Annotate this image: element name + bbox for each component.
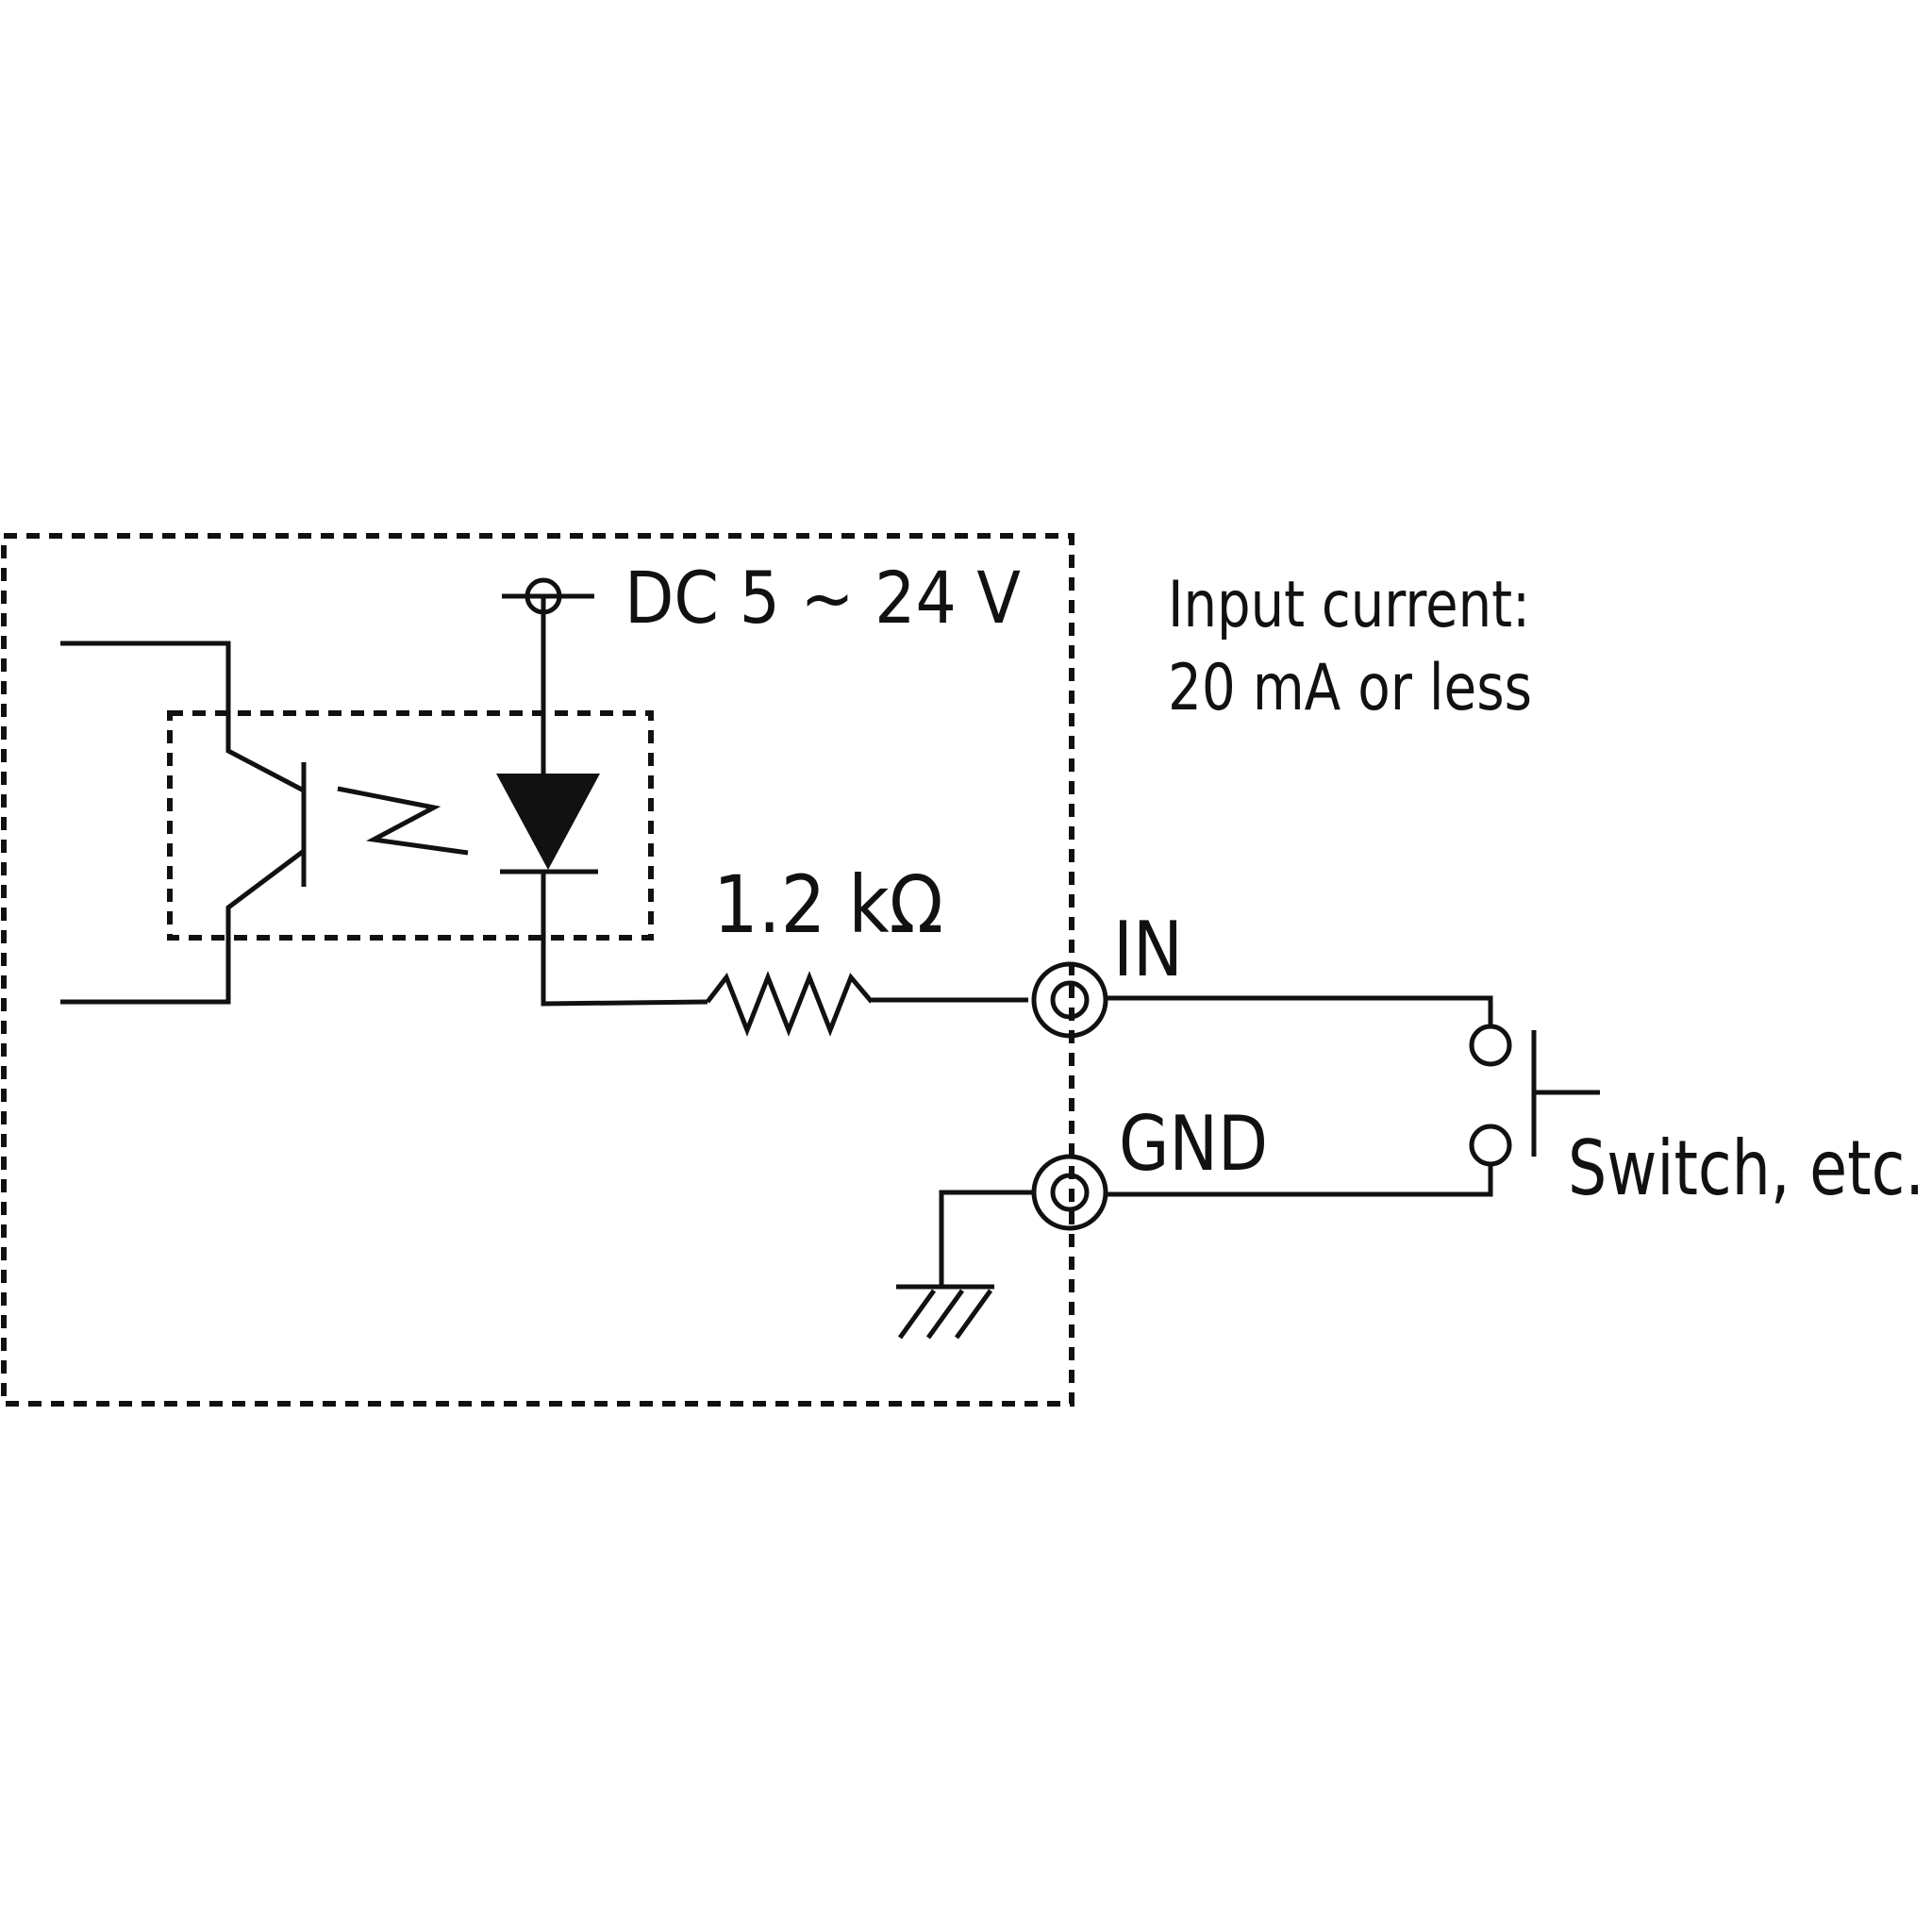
in-terminal-inner bbox=[1050, 980, 1090, 1020]
ground-hatch-2 bbox=[925, 1289, 965, 1340]
ground-wire bbox=[939, 1190, 1034, 1287]
resistor bbox=[706, 971, 874, 1037]
input-current-label-line2: 20 mA or less bbox=[1168, 651, 1532, 725]
in-terminal-label: IN bbox=[1113, 906, 1183, 993]
gnd-terminal-label: GND bbox=[1119, 1100, 1268, 1188]
emitter-wire bbox=[60, 849, 306, 1005]
ground-hatch-1 bbox=[897, 1289, 937, 1340]
switch-contact-top bbox=[1469, 1024, 1512, 1067]
gnd-terminal-inner bbox=[1050, 1173, 1090, 1212]
ground-hatch-3 bbox=[954, 1289, 993, 1340]
gnd-external-wire bbox=[1106, 1162, 1493, 1197]
collector-wire bbox=[60, 641, 306, 793]
photocoupler-boundary bbox=[167, 710, 654, 941]
device-boundary bbox=[1, 533, 1074, 1407]
resistor-value-label: 1.2 kΩ bbox=[713, 858, 943, 951]
input-current-label-line1: Input current: bbox=[1168, 568, 1530, 642]
led-diode bbox=[496, 774, 600, 870]
switch-label: Switch, etc. bbox=[1568, 1124, 1924, 1212]
led-cathode-wire bbox=[541, 872, 708, 1007]
light-emission-arrow bbox=[337, 786, 469, 856]
supply-voltage-label: DC 5 ~ 24 V bbox=[625, 556, 1021, 640]
switch-contact-bottom bbox=[1469, 1124, 1512, 1167]
in-external-wire bbox=[1106, 995, 1493, 1026]
